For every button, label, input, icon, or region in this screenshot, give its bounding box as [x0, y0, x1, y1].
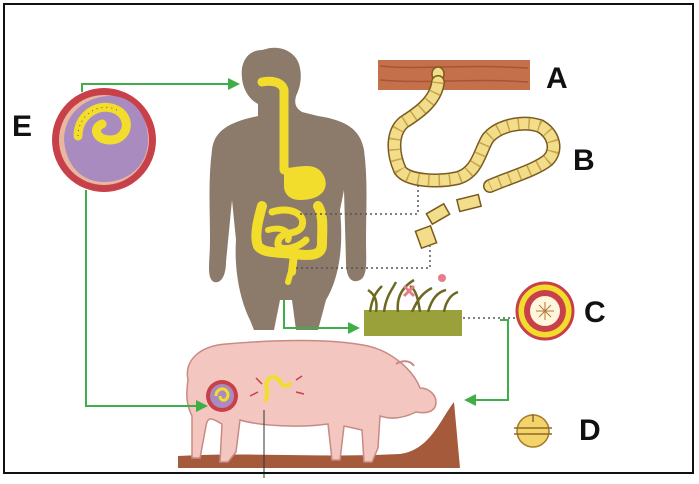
label-d: D — [579, 416, 601, 446]
label-a: A — [546, 64, 568, 94]
label-e: E — [12, 112, 32, 142]
label-c: C — [584, 298, 606, 328]
label-b: B — [573, 146, 595, 176]
outer-frame — [3, 3, 694, 474]
